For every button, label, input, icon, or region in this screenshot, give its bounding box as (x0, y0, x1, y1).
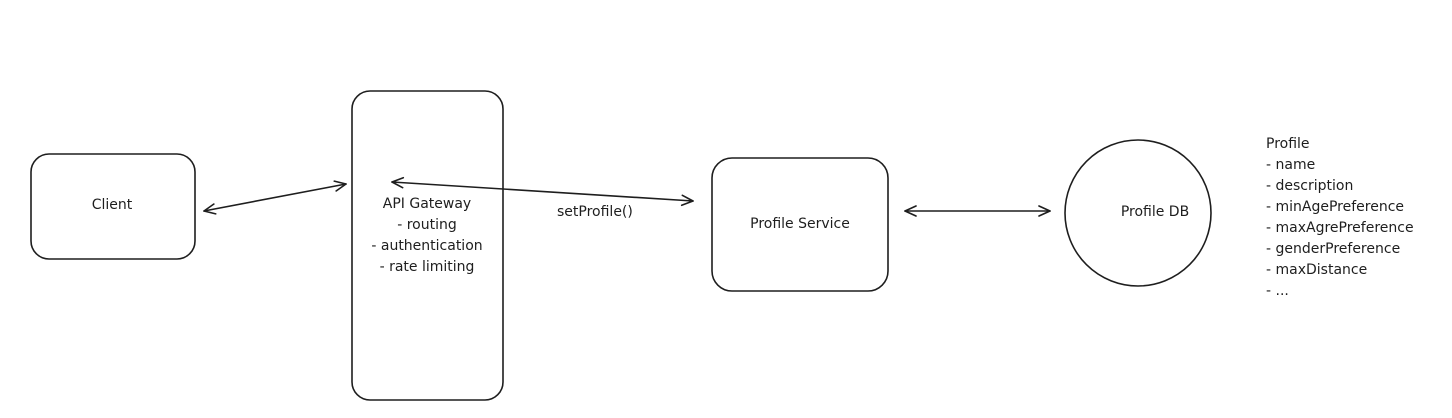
api-gateway-node[interactable] (351, 90, 504, 401)
gateway-service-edge[interactable] (391, 176, 694, 207)
client-gateway-edge[interactable] (203, 180, 347, 215)
api-gateway-rate-limiting: - rate limiting (379, 259, 475, 275)
api-gateway-routing: - routing (397, 217, 457, 233)
profile-service-label: Profile Service (750, 216, 850, 232)
schema-field: - ... (1266, 283, 1289, 299)
api-gateway-title: API Gateway (382, 196, 472, 212)
profile-db-node[interactable] (1064, 139, 1212, 287)
profile-service-node[interactable] (711, 157, 889, 292)
schema-field: - maxDistance (1266, 262, 1368, 278)
schema-title: Profile (1266, 136, 1310, 152)
set-profile-edge-label: setProfile() (557, 204, 633, 220)
profile-db-label: Profile DB (1120, 204, 1190, 220)
schema-field: - name (1266, 157, 1316, 173)
schema-field: - maxAgrePreference (1266, 220, 1414, 236)
client-node[interactable] (30, 153, 196, 260)
schema-field: - description (1266, 178, 1354, 194)
schema-field: - genderPreference (1266, 241, 1401, 257)
client-label: Client (91, 197, 133, 213)
schema-field: - minAgePreference (1266, 199, 1405, 215)
api-gateway-authentication: - authentication (371, 238, 483, 254)
